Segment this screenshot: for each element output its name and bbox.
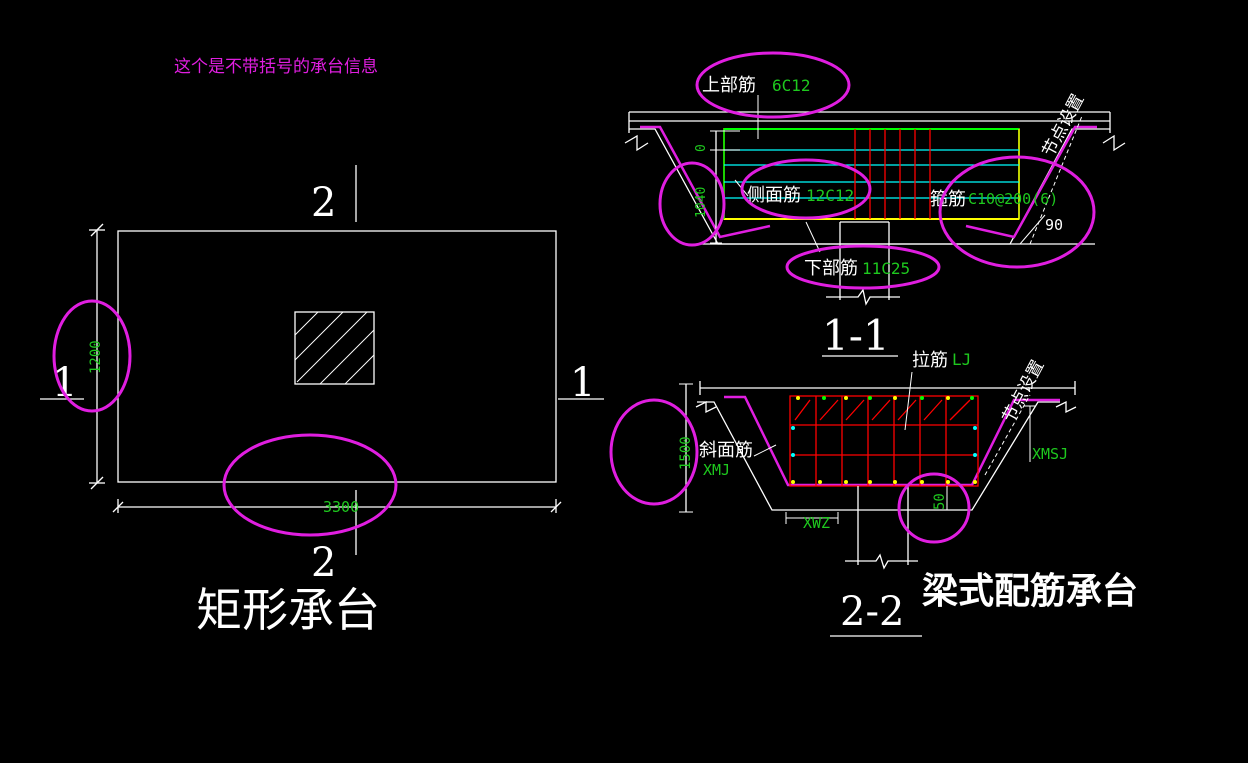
s11-section-label: 1-1 [822,311,890,360]
section-2-2-drawing [679,371,1077,637]
rect-cap-plan [40,165,604,555]
circle-bottom-bar [785,244,941,290]
rect-section-2-top: 2 [311,180,336,226]
circle-rect-height [52,299,132,413]
circle-rect-width [222,433,398,537]
s22-node-text: 节点设置 [999,357,1049,426]
rebar-dots [791,396,977,484]
s11-stirrup-value: C10@200(6) [968,190,1058,208]
s11-top-bar-value: 6C12 [772,76,811,95]
s22-section-label: 2-2 [840,589,904,635]
column-hatch [294,311,375,385]
s22-xwz: XWZ [803,514,830,532]
s11-stirrup-label: 箍筋 [930,189,966,210]
s11-bottom-bar-value: 11C25 [862,259,910,278]
circle-top-bar [695,51,851,119]
note-text: 这个是不带括号的承台信息 [174,57,378,77]
s11-side-bar-label: 侧面筋 [747,185,801,206]
circle-s22-small [897,472,971,544]
column-hatch-box [294,311,375,385]
s22-slope-label: 斜面筋 [699,440,753,461]
rect-dim-width: 3300 [323,498,359,516]
circle-stirrup [938,155,1096,269]
section-1-1-drawing [624,95,1126,357]
s22-dim-height: 1500 [678,436,694,470]
s11-dim-height: 1040 [694,187,709,218]
s11-angle: 90 [1045,216,1063,234]
s22-xmsj: XMSJ [1032,445,1068,463]
s22-dim-small: 50 [932,493,948,510]
s22-slope-value: XMJ [703,461,730,479]
annotation-ellipses [52,51,1096,544]
s22-tie-value: LJ [952,350,971,369]
rect-section-2-bottom: 2 [311,540,336,586]
circle-s22-height [609,398,699,506]
cap-outline [117,230,557,483]
s11-dim-small: 0 [694,144,709,152]
rect-section-1-right: 1 [570,360,595,406]
s11-side-bar-value: 12C12 [806,186,854,205]
circle-s11-height [658,161,726,247]
s22-tie-label: 拉筋 [912,350,948,371]
circle-side-bar [740,158,872,220]
rect-dim-height: 1200 [88,340,104,374]
beam-cap-title: 梁式配筋承台 [922,571,1138,612]
s11-bottom-bar-label: 下部筋 [804,258,858,279]
s11-top-bar-label: 上部筋 [702,75,756,96]
rect-cap-title: 矩形承台 [196,583,380,637]
